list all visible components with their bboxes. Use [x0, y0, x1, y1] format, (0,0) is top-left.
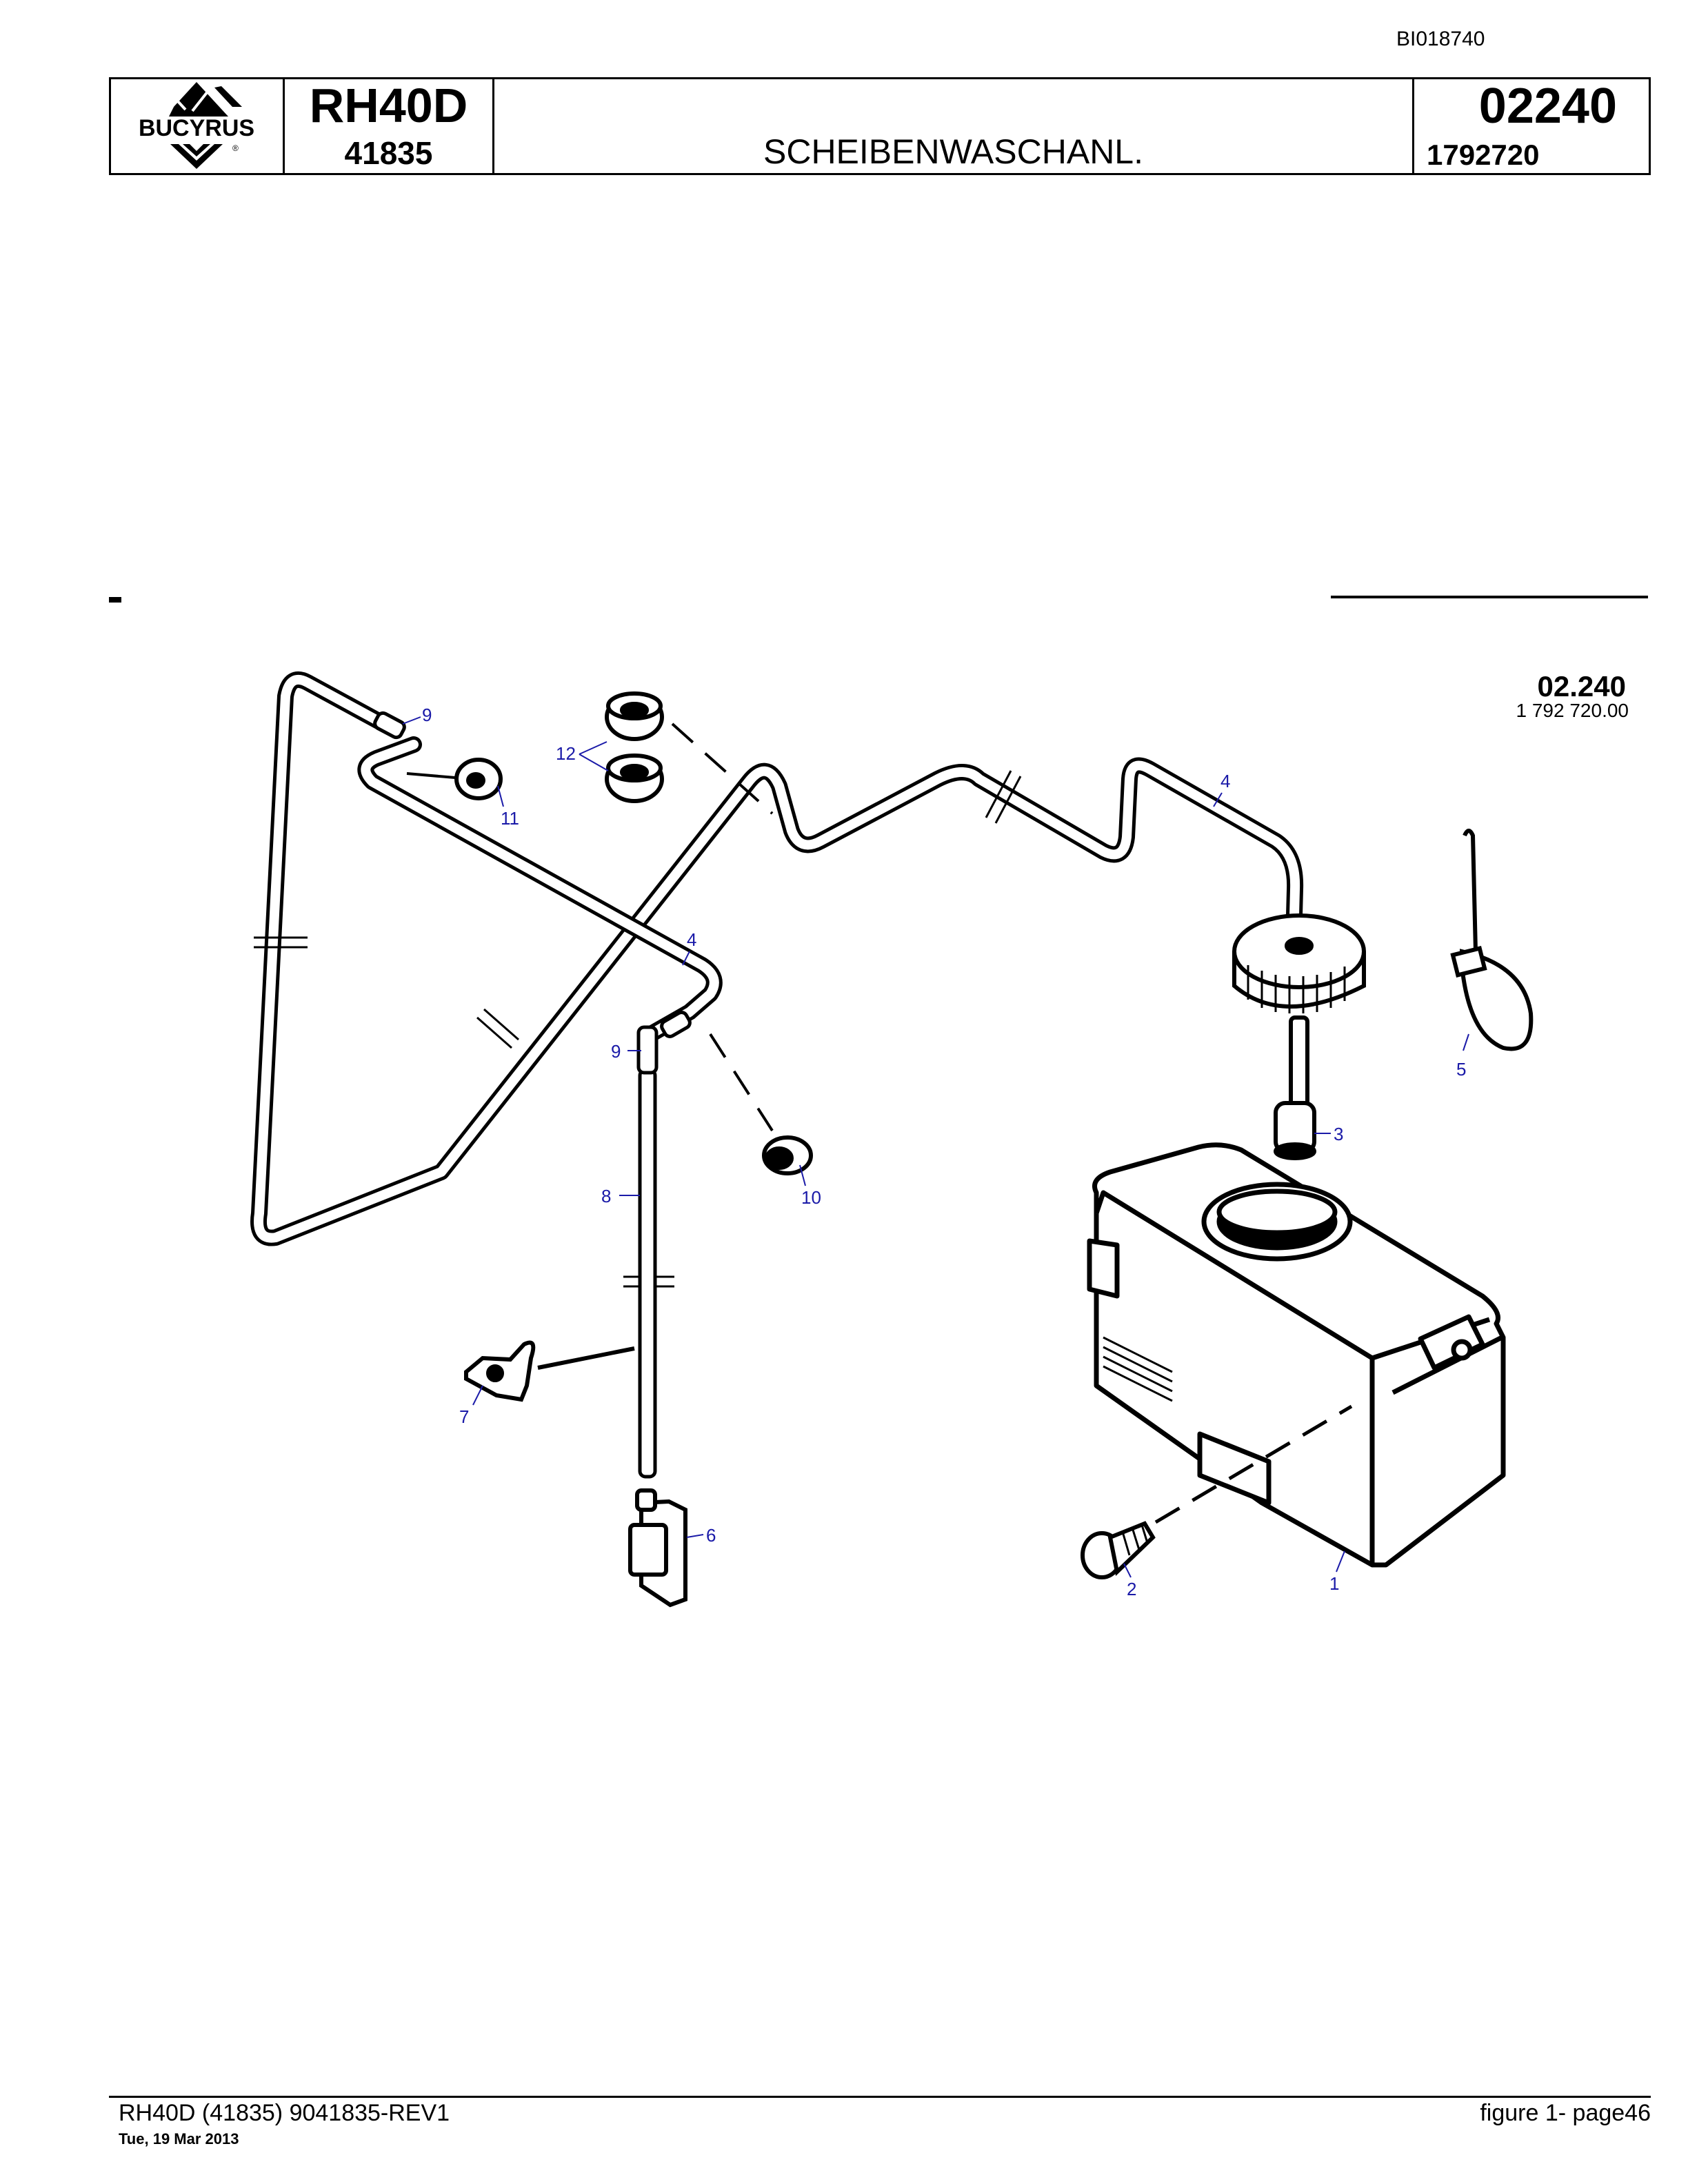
callout-8: 8 — [601, 1186, 640, 1206]
svg-text:9: 9 — [422, 705, 432, 725]
logo-stripes-icon — [170, 144, 223, 169]
svg-text:2: 2 — [1127, 1579, 1136, 1599]
footer-date: Tue, 19 Mar 2013 — [119, 2130, 239, 2147]
page-title: SCHEIBENWASCHANL. — [763, 132, 1144, 171]
hose-fittings — [373, 711, 692, 1038]
grommet-10-icon — [709, 1033, 813, 1175]
callout-1: 1 — [1329, 1550, 1345, 1594]
document-id: BI018740 — [1396, 28, 1485, 50]
footer-page-ref: figure 1- page46 — [1480, 2100, 1651, 2126]
svg-text:11: 11 — [501, 808, 519, 829]
svg-text:3: 3 — [1334, 1124, 1343, 1144]
callout-9-upper: 9 — [402, 705, 432, 725]
grommet-11-icon — [406, 758, 503, 800]
footer-rule — [109, 2096, 1651, 2098]
callout-4-center: 4 — [682, 929, 696, 966]
title-cell: SCHEIBENWASCHANL. — [494, 79, 1414, 173]
model-name: RH40D — [309, 79, 468, 132]
callout-4-right: 4 — [1213, 771, 1230, 807]
callout-6: 6 — [686, 1525, 716, 1546]
tube-vertical — [636, 1025, 659, 1479]
callout-2: 2 — [1123, 1563, 1136, 1599]
screw-2-icon — [1081, 1521, 1156, 1579]
drawing-stamp-part: 1 792 720.00 — [1516, 700, 1629, 721]
brand-logo: BUCYRUS ® — [111, 79, 285, 173]
callout-9-lower: 9 — [611, 1041, 641, 1062]
registered-mark-icon: ® — [232, 143, 239, 153]
drawing-stamp-code: 02.240 — [1538, 670, 1626, 702]
model-number: 41835 — [344, 135, 433, 171]
callout-10: 10 — [799, 1164, 821, 1208]
grommets-12-icon — [605, 691, 774, 815]
footer-document-ref: RH40D (41835) 9041835-REV1 — [119, 2100, 450, 2126]
figure-code: 02240 — [1478, 79, 1617, 134]
cable-tie-5-icon — [1450, 829, 1534, 1051]
hose-loop-left — [250, 671, 1304, 1246]
pump-filter-3-icon — [1274, 1101, 1316, 1160]
model-cell: RH40D 41835 — [285, 79, 494, 173]
screw-leader-dashed — [1154, 1404, 1353, 1524]
svg-text:12: 12 — [556, 743, 576, 764]
logo-wordmark: BUCYRUS — [139, 115, 254, 141]
svg-text:1: 1 — [1329, 1573, 1339, 1594]
logo-mountain-icon — [162, 82, 242, 117]
title-block: BUCYRUS ® RH40D 41835 SCHEIBENWASCHANL. … — [109, 77, 1651, 175]
hose-clip-7-icon — [464, 1340, 635, 1402]
svg-text:4: 4 — [1220, 771, 1230, 791]
svg-text:10: 10 — [801, 1187, 821, 1208]
tank-cap-icon — [1232, 913, 1366, 1116]
svg-text:6: 6 — [706, 1525, 716, 1546]
hose-diagonal — [357, 736, 723, 1042]
svg-text:8: 8 — [601, 1186, 611, 1206]
callout-12: 12 — [556, 741, 609, 771]
figure-cell: 02240 1792720 — [1414, 79, 1649, 173]
part-number: 1792720 — [1427, 139, 1540, 171]
callout-11: 11 — [497, 785, 519, 829]
break-marks — [254, 770, 1022, 1288]
washer-tank-1-icon — [1087, 1142, 1506, 1568]
callout-7: 7 — [459, 1385, 483, 1427]
callout-3: 3 — [1314, 1124, 1343, 1144]
svg-text:7: 7 — [459, 1406, 469, 1427]
callout-5: 5 — [1456, 1033, 1469, 1080]
svg-text:5: 5 — [1456, 1059, 1466, 1080]
washer-nozzle-6-icon — [628, 1488, 687, 1608]
svg-text:9: 9 — [611, 1041, 621, 1062]
svg-text:4: 4 — [687, 929, 696, 950]
